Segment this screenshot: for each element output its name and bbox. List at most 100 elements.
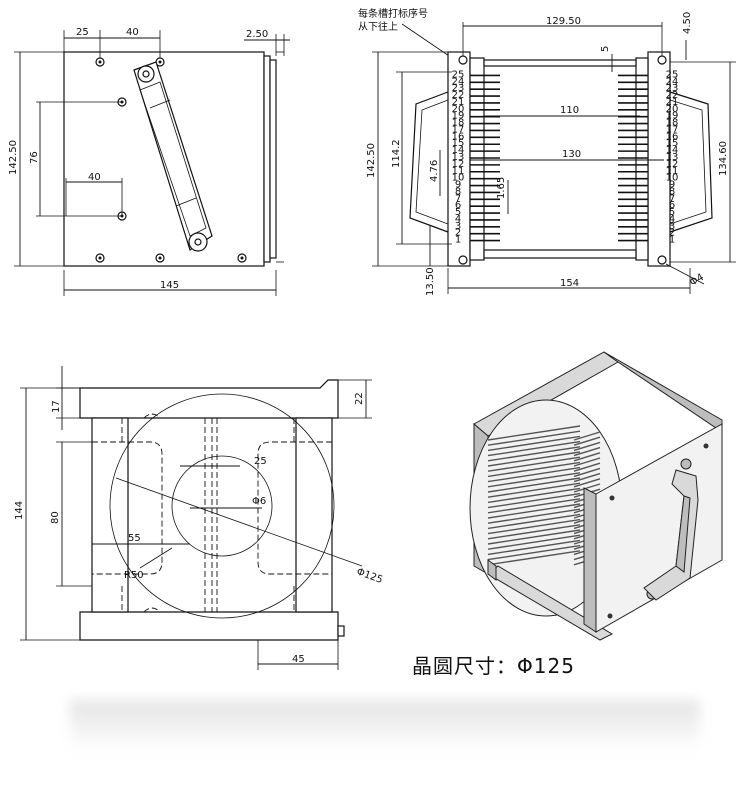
iso-comb-tooth xyxy=(487,425,581,441)
slot-number: 17 xyxy=(452,124,465,135)
slot-left-handle xyxy=(409,91,449,233)
slot-number: 15 xyxy=(666,138,679,149)
slot-number: 15 xyxy=(452,138,465,149)
slot-number: 21 xyxy=(452,97,465,108)
dim-40b: 40 xyxy=(88,172,101,183)
dim-5: 5 xyxy=(600,46,611,52)
dim-142-50b: 142.50 xyxy=(366,143,377,178)
slot-number: 22 xyxy=(452,90,465,101)
slot-number: 10 xyxy=(452,173,465,184)
iso-comb-tooth xyxy=(573,446,601,457)
iso-view xyxy=(469,351,723,641)
iso-comb-tooth xyxy=(487,550,581,566)
slot-number: 4 xyxy=(669,214,675,225)
slot-number: 22 xyxy=(666,90,679,101)
slot-number: 13 xyxy=(666,152,679,163)
slot-number: 7 xyxy=(669,193,675,204)
slot-teeth xyxy=(470,74,648,242)
dim-144: 144 xyxy=(14,501,25,520)
iso-comb-tooth xyxy=(487,524,581,540)
iso-comb-tooth xyxy=(487,461,581,478)
dim-145: 145 xyxy=(160,280,179,291)
iso-comb-tooth xyxy=(573,452,601,462)
slot-number: 6 xyxy=(455,200,461,211)
slot-number: 9 xyxy=(669,180,675,191)
slot-number: 6 xyxy=(669,200,675,211)
dim-phi6: Φ6 xyxy=(252,496,266,507)
iso-comb-tooth xyxy=(487,534,581,550)
slot-number: 16 xyxy=(666,131,679,142)
slot-numbers-right: 2524232221201918171615141312111098765432… xyxy=(666,69,679,245)
iso-comb-tooth xyxy=(487,498,581,514)
iso-comb-tooth xyxy=(487,430,581,446)
slot-number: 24 xyxy=(666,76,679,87)
slot-number: 23 xyxy=(666,83,679,94)
dim-1-65: 1.65 xyxy=(496,177,507,199)
dim-25b: 25 xyxy=(254,456,267,467)
slot-number: 18 xyxy=(452,118,465,129)
iso-comb-tooth xyxy=(573,457,601,467)
slot-number: 25 xyxy=(452,69,465,80)
iso-comb-tooth xyxy=(487,539,581,556)
slot-number: 4 xyxy=(455,214,461,225)
slot-number: 14 xyxy=(452,145,465,156)
dim-40: 40 xyxy=(126,27,139,38)
slot-number: 20 xyxy=(666,104,679,115)
slot-number: 13 xyxy=(452,152,465,163)
slot-top-bar xyxy=(483,59,637,67)
slot-dimensions: 129.50 4.50 5 142.50 114.2 110 130 4.76 … xyxy=(366,12,736,296)
slot-right-handle xyxy=(669,91,713,233)
slot-number: 14 xyxy=(666,145,679,156)
slot-number: 21 xyxy=(666,97,679,108)
dim-r50: R50 xyxy=(124,570,144,581)
dim-2-50: 2.50 xyxy=(246,29,268,40)
dim-25: 25 xyxy=(76,27,89,38)
iso-comb-tooth xyxy=(487,435,581,452)
side-top-bar xyxy=(79,379,339,419)
slot-number: 23 xyxy=(452,83,465,94)
front-handle xyxy=(133,61,213,252)
slot-number: 11 xyxy=(666,166,679,177)
slot-number: 18 xyxy=(666,118,679,129)
dim-17: 17 xyxy=(51,400,62,413)
slot-number: 11 xyxy=(452,166,465,177)
side-bottom-bar xyxy=(79,611,339,641)
dim-22: 22 xyxy=(354,392,365,405)
dim-45: 45 xyxy=(292,654,305,665)
slot-number: 2 xyxy=(455,228,461,239)
slot-number: 24 xyxy=(452,76,465,87)
dim-13-50: 13.50 xyxy=(425,267,436,296)
dim-142-50: 142.50 xyxy=(8,140,19,175)
slot-number: 8 xyxy=(669,186,675,197)
iso-comb-tooth xyxy=(573,436,601,446)
reflection-shadow xyxy=(70,700,700,752)
dim-80: 80 xyxy=(50,511,61,524)
iso-comb-tooth xyxy=(573,431,601,441)
slot-number: 12 xyxy=(452,159,465,170)
iso-comb-tooth xyxy=(487,477,581,493)
slot-numbers-left: 2524232221201918171615141312111098765432… xyxy=(452,69,465,245)
iso-comb-tooth xyxy=(487,466,581,483)
iso-comb-tooth xyxy=(487,446,581,462)
iso-comb-tooth xyxy=(573,472,601,483)
dim-76: 76 xyxy=(29,151,40,164)
iso-comb-tooth xyxy=(487,440,581,457)
slot-number: 19 xyxy=(666,111,679,122)
iso-comb-tooth xyxy=(573,462,601,472)
slot-number: 20 xyxy=(452,104,465,115)
slot-number: 17 xyxy=(666,124,679,135)
slot-bottom-bar xyxy=(483,249,637,259)
side-wafer-circle xyxy=(109,393,335,619)
wafer-size-caption: 晶圆尺寸：Φ125 xyxy=(412,654,575,678)
slot-number: 7 xyxy=(455,193,461,204)
iso-right-plate xyxy=(595,423,723,633)
slot-number: 9 xyxy=(455,180,461,191)
iso-comb-tooth xyxy=(573,483,601,493)
note-numbering: 每条槽打标序号 xyxy=(358,7,428,20)
front-view: 25 40 2.50 142.50 76 40 145 xyxy=(8,27,290,296)
iso-comb-tooth xyxy=(487,503,581,519)
slot-number: 16 xyxy=(452,131,465,142)
iso-comb-tooth xyxy=(487,529,581,545)
slot-number: 5 xyxy=(669,207,675,218)
